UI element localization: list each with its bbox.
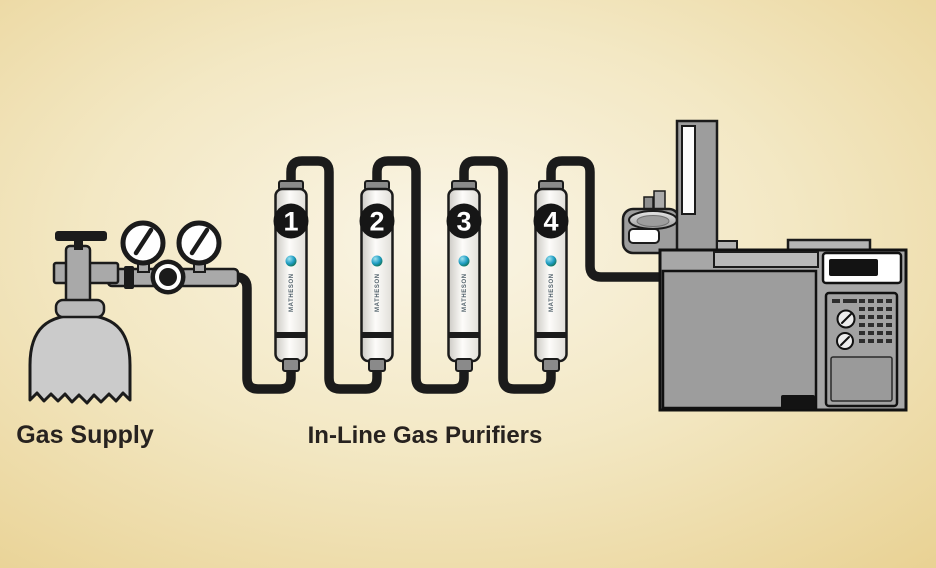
purifier-cartridge-2: 2 MATHESON bbox=[359, 180, 395, 372]
matheson-globe-icon bbox=[545, 255, 557, 267]
matheson-globe-icon bbox=[285, 255, 297, 267]
control-dial-1 bbox=[836, 309, 856, 329]
display-screen bbox=[829, 259, 878, 276]
cylinder-collar bbox=[54, 298, 106, 319]
gas-supply-label: Gas Supply bbox=[16, 421, 154, 449]
purifier-band bbox=[362, 332, 392, 338]
number-badge bbox=[446, 203, 482, 239]
purifier-band bbox=[536, 332, 566, 338]
tube-purifier3-to-purifier4 bbox=[459, 156, 556, 394]
control-dial-2 bbox=[836, 332, 854, 350]
valve-post bbox=[64, 244, 92, 308]
tower-stripe bbox=[681, 125, 696, 215]
purifiers-group: 1 MATHESON 2 MATHESON 3 bbox=[273, 180, 569, 449]
tube-regulator-to-purifier1 bbox=[198, 272, 296, 394]
t-handle-stem bbox=[74, 238, 83, 250]
tube-purifier1-to-purifier2 bbox=[286, 156, 382, 394]
arm-label-plate bbox=[628, 228, 660, 244]
top-inset bbox=[713, 251, 819, 268]
autosampler-tower bbox=[675, 119, 738, 255]
pressure-gauge-right bbox=[176, 220, 222, 266]
number-badge bbox=[533, 203, 569, 239]
purifier-band bbox=[276, 332, 306, 338]
tube-purifier4-to-instrument bbox=[546, 156, 670, 282]
brand-label: MATHESON bbox=[289, 273, 295, 312]
dash-button-2 bbox=[843, 299, 857, 303]
pipe-joint bbox=[124, 266, 134, 289]
oven-door bbox=[661, 269, 818, 410]
purifier-cartridge-3: 3 MATHESON bbox=[446, 180, 482, 372]
purifier-number: 4 bbox=[543, 207, 558, 237]
gas-supply-assembly: Gas Supply bbox=[16, 220, 240, 449]
purifier-cartridge-4: 4 MATHESON bbox=[533, 180, 569, 372]
brand-label: MATHESON bbox=[462, 273, 468, 312]
keypad-buttons bbox=[859, 299, 892, 343]
regulator-knob bbox=[150, 259, 186, 295]
keypad-lower-slot bbox=[830, 356, 893, 402]
pressure-gauge-left bbox=[120, 220, 166, 266]
dash-button-1 bbox=[832, 299, 840, 303]
purifier-bottom-nub bbox=[282, 358, 300, 372]
brand-label: MATHESON bbox=[549, 273, 555, 312]
purifier-bottom-nub bbox=[542, 358, 560, 372]
matheson-globe-icon bbox=[458, 255, 470, 267]
t-handle bbox=[55, 231, 107, 241]
display-module bbox=[821, 251, 903, 285]
number-badge bbox=[273, 203, 309, 239]
purifier-bottom-nub bbox=[455, 358, 473, 372]
purifier-band bbox=[449, 332, 479, 338]
brand-label: MATHESON bbox=[375, 273, 381, 312]
gas-cylinder bbox=[28, 313, 132, 405]
matheson-globe-icon bbox=[371, 255, 383, 267]
autosampler-arm bbox=[621, 190, 681, 255]
tubing bbox=[198, 156, 670, 394]
number-badge bbox=[359, 203, 395, 239]
carousel-center bbox=[636, 215, 670, 227]
purifier-bottom-nub bbox=[368, 358, 386, 372]
tube-purifier2-to-purifier3 bbox=[372, 156, 469, 394]
gauge-needle bbox=[189, 227, 210, 256]
purifier-cartridge-1: 1 MATHESON bbox=[273, 180, 309, 372]
gauge-needle bbox=[133, 227, 154, 256]
control-keypad bbox=[824, 291, 899, 408]
purifiers-label: In-Line Gas Purifiers bbox=[308, 422, 543, 449]
purifier-number: 2 bbox=[369, 207, 384, 237]
gas-chromatograph bbox=[621, 119, 908, 412]
door-handle bbox=[781, 395, 815, 409]
purifier-number: 3 bbox=[456, 207, 471, 237]
purifier-number: 1 bbox=[283, 207, 298, 237]
